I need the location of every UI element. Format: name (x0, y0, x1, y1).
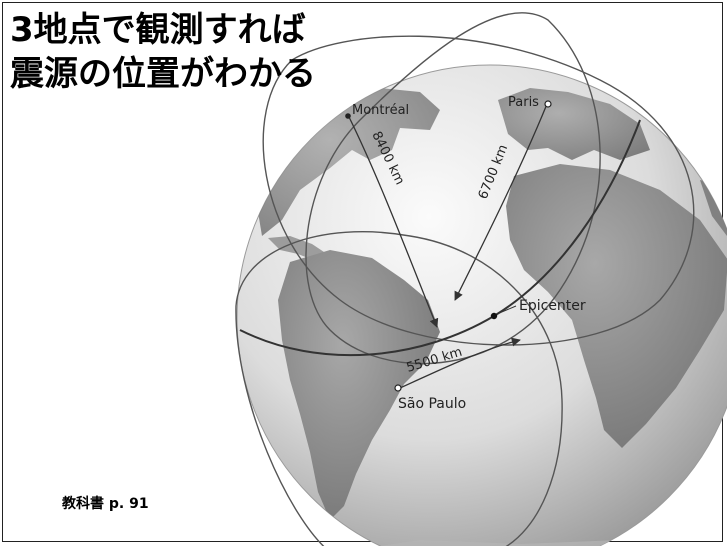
paris-marker (544, 100, 552, 108)
sao-paulo-marker (394, 384, 402, 392)
sao-paulo-to-epicenter-arrow (399, 337, 521, 389)
montreal-marker (345, 113, 351, 119)
africa-landmass (506, 164, 727, 448)
epicenter-marker (490, 312, 498, 320)
epicenter-label: Epicenter (519, 298, 586, 314)
south-america-landmass (278, 250, 440, 520)
paris-label: Paris (508, 95, 539, 110)
europe-landmass (498, 88, 650, 160)
paris-distance-circle (305, 12, 601, 365)
montreal-to-epicenter-arrow (348, 116, 439, 328)
montreal-distance-circle (262, 35, 695, 346)
slide-title: 3地点で観測すれば 震源の位置がわかる (10, 8, 316, 96)
sao-paulo-label: São Paulo (398, 396, 466, 412)
title-line-2: 震源の位置がわかる (10, 54, 316, 94)
textbook-reference: 教科書 p. 91 (62, 496, 149, 512)
sao-paulo-distance-circle (235, 231, 563, 546)
montreal-label: Montréal (352, 103, 409, 118)
paris-to-epicenter-arrow (454, 103, 548, 301)
title-line-1: 3地点で観測すれば (10, 10, 306, 50)
epicenter-leader-line (496, 305, 517, 315)
